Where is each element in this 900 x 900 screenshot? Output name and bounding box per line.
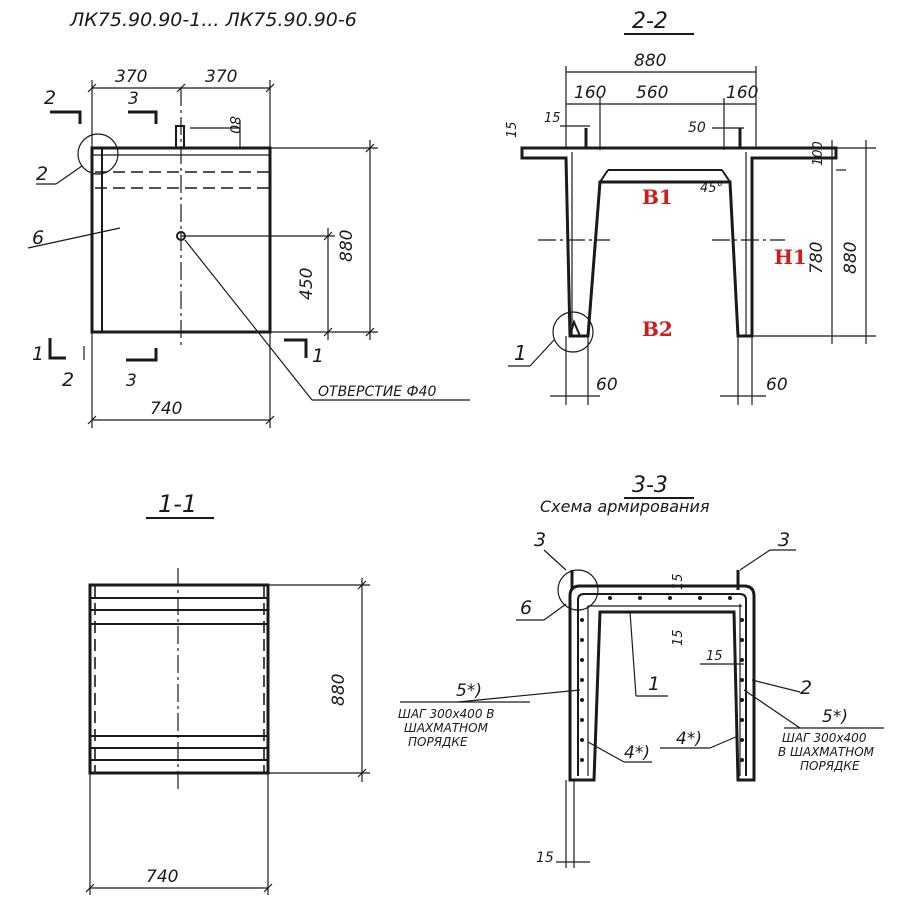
dim-100: 100 (811, 141, 826, 166)
section-3-3-title: 3-3 (632, 473, 668, 498)
dim-15-bottom: 15 (536, 850, 554, 866)
dim-880-top: 880 (634, 51, 666, 71)
callout-6: 6 (32, 227, 44, 249)
callout-2-3-3: 2 (800, 677, 812, 699)
section-3-3-outline (568, 584, 756, 782)
callout-3-left: 3 (534, 529, 546, 551)
callout-4-left: 4*) (624, 743, 650, 763)
callout-1: 1 (514, 341, 527, 365)
dim-50: 50 (688, 120, 706, 136)
lifting-loop (175, 125, 185, 149)
section-mark-3-top: 3 (128, 89, 139, 109)
section-1-1-title: 1-1 (158, 490, 197, 518)
dim-740-1-1: 740 (146, 867, 178, 887)
section-2-2: 2-2 880 160 560 160 15 15 50 (505, 9, 876, 405)
detail-circle-6 (557, 569, 599, 611)
rebar-dots (580, 596, 744, 762)
front-view: 370 370 80 880 450 740 2 3 1 2 3 1 (27, 67, 470, 428)
dim-740-front: 740 (150, 399, 182, 419)
section-mark-3-bottom: 3 (126, 371, 137, 391)
dim-370-right: 370 (205, 67, 237, 87)
label-h1: H1 (774, 245, 807, 269)
callout-6-3-3: 6 (520, 597, 532, 619)
dim-15-top: 15 (544, 111, 561, 126)
dim-450: 450 (297, 268, 317, 300)
dim-160-right: 160 (726, 83, 758, 103)
note-left-3: ПОРЯДКЕ (408, 735, 468, 749)
callout-1-3-3: 1 (648, 673, 660, 695)
detail-circle-2 (77, 133, 119, 175)
dim-60-right: 60 (766, 375, 788, 395)
label-b2: B2 (642, 317, 673, 341)
dim-15-top-3-3: 15 (671, 573, 686, 590)
section-2-2-outline (520, 146, 838, 338)
section-2-2-title: 2-2 (632, 9, 668, 34)
dim-160-left: 160 (574, 83, 606, 103)
section-1-1: 1-1 880 740 (85, 490, 370, 895)
dim-880-right: 880 (841, 242, 861, 274)
callout-5-left: 5*) (456, 681, 482, 701)
dim-370-left: 370 (115, 67, 147, 87)
section-mark-1-left: 1 (32, 343, 44, 365)
dim-60-left: 60 (596, 375, 618, 395)
dim-880-1-1: 880 (329, 674, 349, 706)
angle-45: 45° (700, 181, 723, 196)
section-mark-1-right: 1 (312, 345, 324, 367)
note-right-1: ШАГ 300х400 (782, 731, 867, 745)
callout-4-right: 4*) (676, 729, 702, 749)
dim-880-front: 880 (337, 230, 357, 262)
hole-label: ОТВЕРСТИЕ Ф40 (318, 384, 437, 400)
dim-15-right-3-3: 15 (706, 649, 723, 664)
dim-80: 80 (226, 116, 242, 134)
note-right-2: В ШАХМАТНОМ (778, 745, 875, 759)
note-left-2: ШАХМАТНОМ (404, 721, 489, 735)
section-3-3-subtitle: Схема армирования (540, 497, 710, 516)
callout-5-right: 5*) (822, 707, 848, 727)
section-mark-2-bottom: 2 (62, 369, 74, 391)
rebar-outer (577, 593, 747, 776)
label-b1: B1 (642, 185, 673, 209)
dim-15-mid-3-3: 15 (671, 629, 686, 646)
detail-circle-1 (552, 311, 594, 353)
dim-15-left: 15 (505, 121, 520, 138)
section-mark-2-top: 2 (44, 87, 56, 109)
note-right-3: ПОРЯДКЕ (800, 759, 860, 773)
note-left-1: ШАГ 300х400 В (398, 707, 495, 721)
section-1-1-outline (88, 583, 270, 775)
drawing-title: ЛК75.90.90-1... ЛК75.90.90-6 (69, 9, 357, 31)
dim-560: 560 (636, 83, 668, 103)
dim-780: 780 (807, 242, 827, 274)
callout-3-right: 3 (778, 529, 790, 551)
section-3-3: 3-3 Схема армирования 15 6 3 (398, 473, 884, 868)
callout-2: 2 (36, 163, 48, 185)
